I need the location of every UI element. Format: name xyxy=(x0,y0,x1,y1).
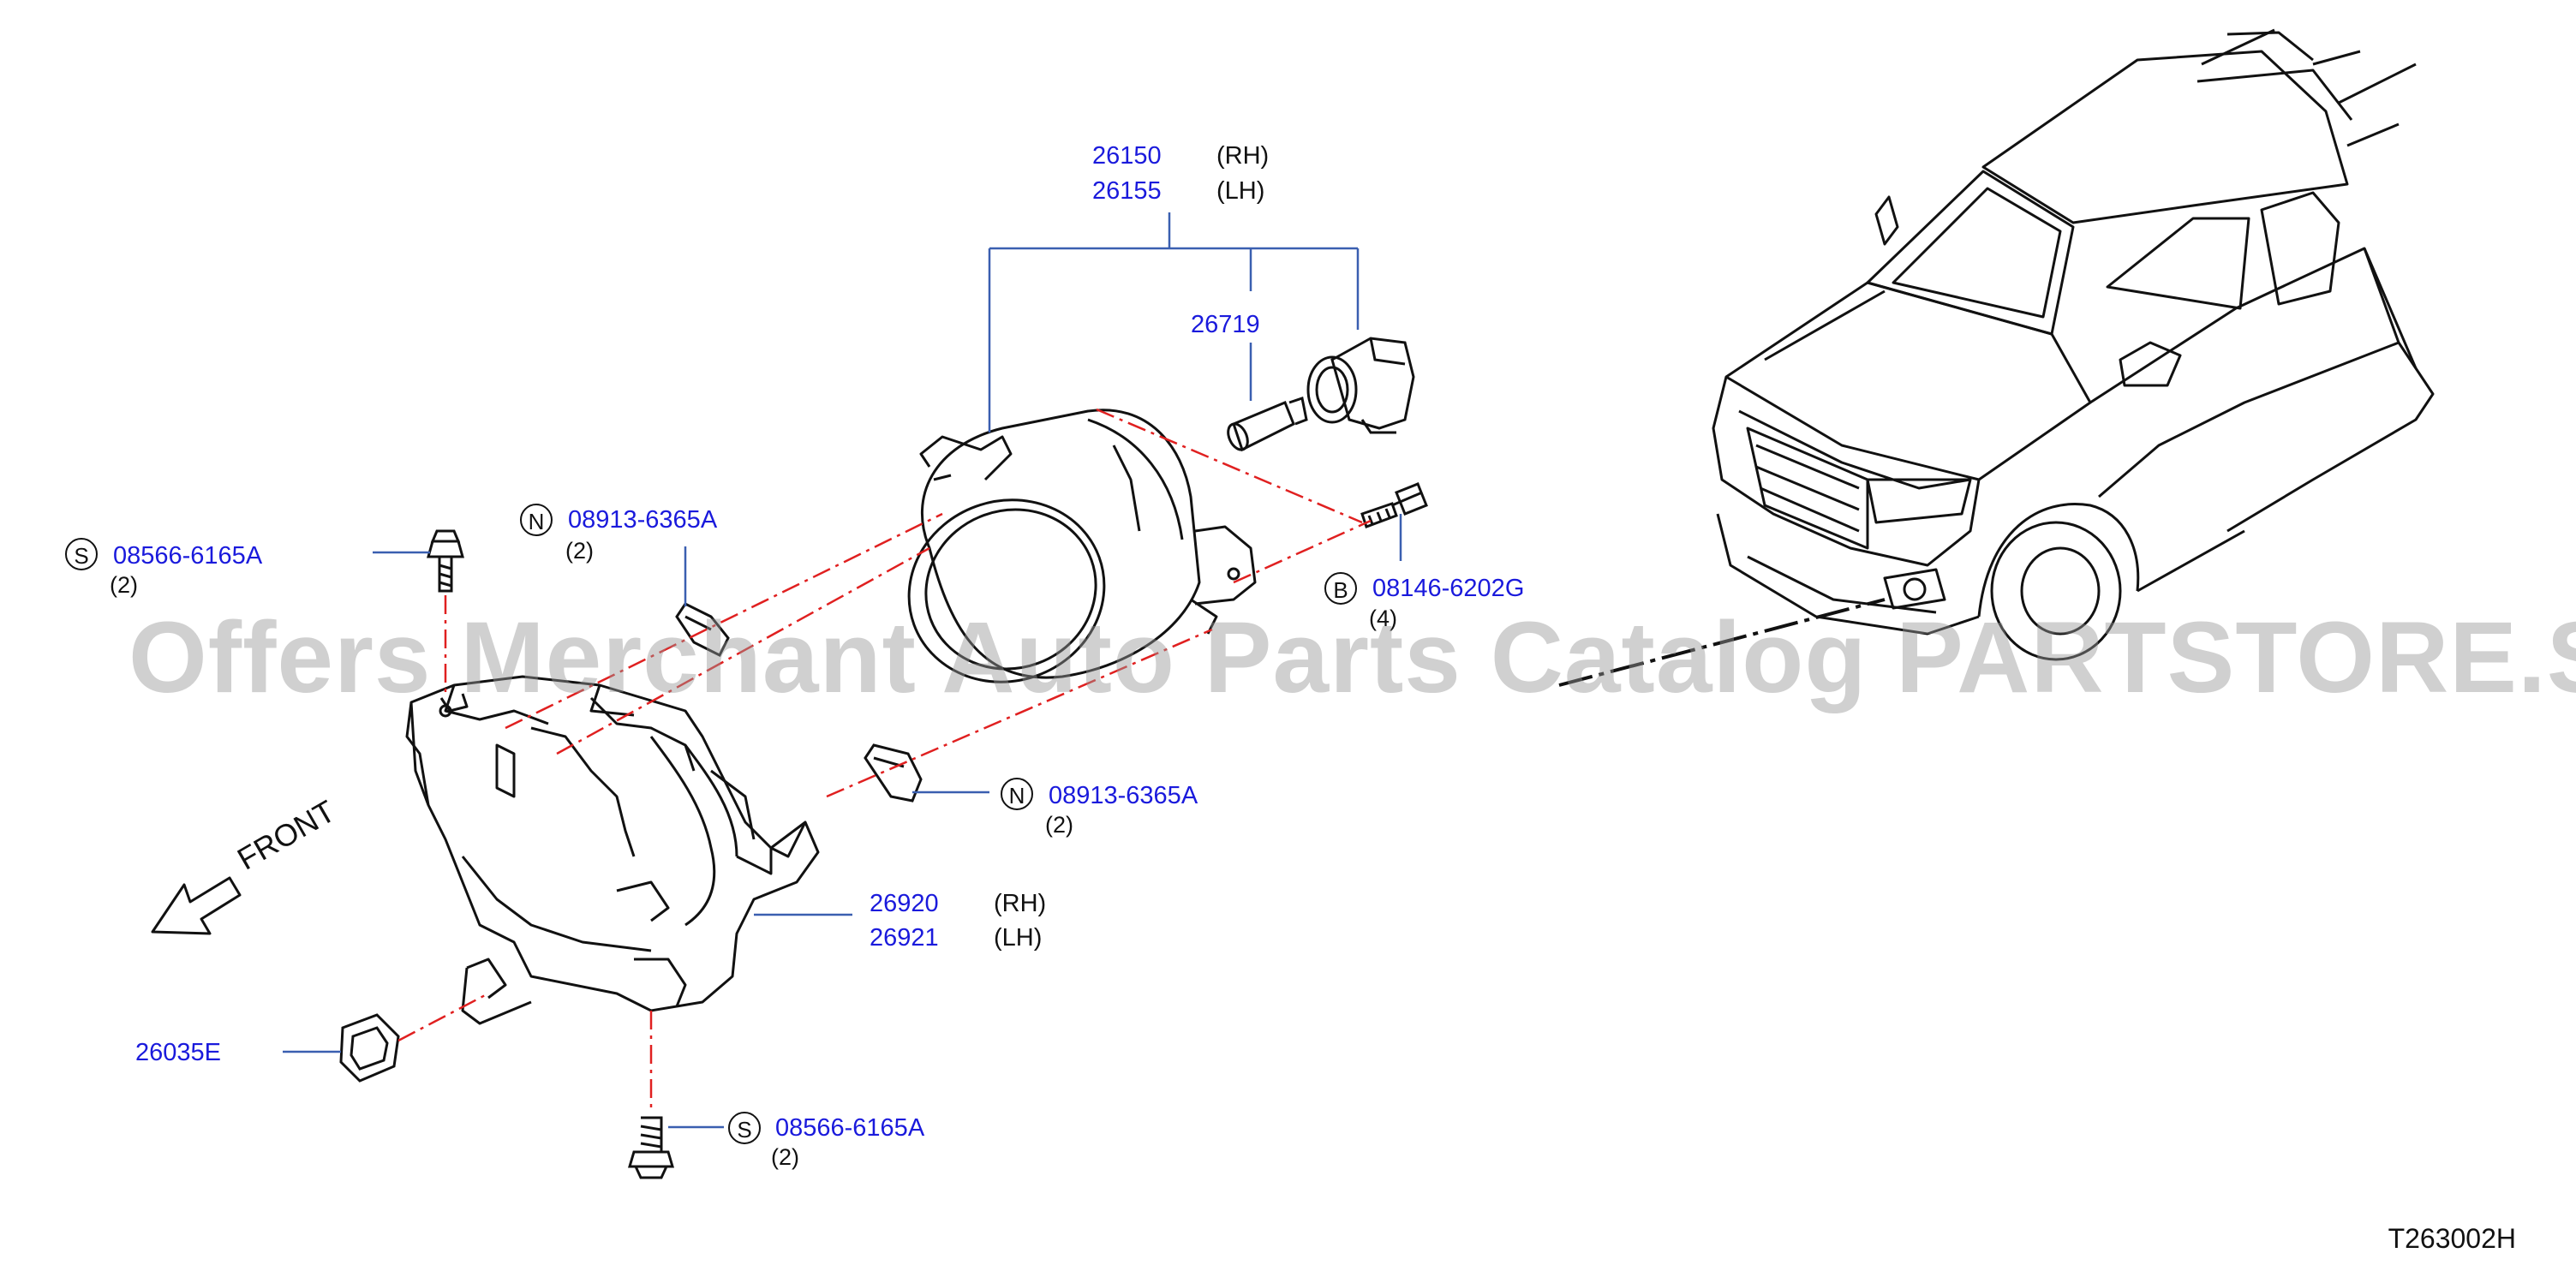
part-number-08566-6165a-bottom[interactable]: 08566-6165A xyxy=(775,1114,925,1142)
callout-bracket-lh: 26921 (LH) xyxy=(870,923,1042,952)
symbol-n-mid: N xyxy=(1001,778,1033,810)
callout-bolt: 08146-6202G xyxy=(1372,574,1524,603)
front-arrow-icon xyxy=(151,876,242,935)
symbol-s-top: S xyxy=(65,538,98,570)
part-number-08913-6365a-top[interactable]: 08913-6365A xyxy=(568,506,718,534)
bolt-illustration xyxy=(1360,482,1428,528)
bulb-illustration xyxy=(1227,397,1308,452)
part-number-26150[interactable]: 26150 xyxy=(1092,142,1162,170)
part-number-26920[interactable]: 26920 xyxy=(870,890,939,917)
fog-lamp-illustration xyxy=(907,409,1257,683)
qty-clip-top: (2) xyxy=(565,538,594,564)
assembly-guide-lines xyxy=(397,408,1372,1113)
callout-bulb: 26719 xyxy=(1191,310,1260,339)
side-lh: (LH) xyxy=(1216,177,1265,205)
callout-screw-bottom: 08566-6165A xyxy=(775,1113,924,1143)
bracket-side-rh: (RH) xyxy=(994,890,1047,917)
grommet-illustration xyxy=(339,1013,400,1083)
symbol-n-top: N xyxy=(520,504,553,536)
screw-illustrations xyxy=(427,529,675,1179)
callout-leader-lines xyxy=(283,212,1402,1129)
qty-screw-bottom: (2) xyxy=(771,1144,799,1170)
location-leader-line xyxy=(1558,598,1886,687)
part-number-26719[interactable]: 26719 xyxy=(1191,311,1260,338)
part-number-26921[interactable]: 26921 xyxy=(870,924,939,952)
qty-bolt: (4) xyxy=(1369,606,1397,631)
symbol-s-bottom: S xyxy=(728,1112,761,1144)
callout-lamp-assembly: 26150 (RH) xyxy=(1092,141,1269,170)
symbol-b: B xyxy=(1324,572,1357,605)
bracket-side-lh: (LH) xyxy=(994,924,1043,952)
callout-clip-mid: 08913-6365A xyxy=(1049,781,1198,810)
callout-bracket-rh: 26920 (RH) xyxy=(870,889,1046,918)
part-number-08566-6165a-top[interactable]: 08566-6165A xyxy=(113,542,263,570)
part-number-08146-6202g[interactable]: 08146-6202G xyxy=(1372,575,1525,602)
watermark: Offers Merchant Auto Parts Catalog PARTS… xyxy=(129,601,2576,714)
socket-illustration xyxy=(1306,337,1415,434)
callout-lamp-assembly-lh: 26155 (LH) xyxy=(1092,176,1264,206)
bracket-illustration xyxy=(405,675,820,1025)
callout-screw-top: 08566-6165A xyxy=(113,541,262,570)
callout-grommet: 26035E xyxy=(135,1038,221,1067)
callout-clip-top: 08913-6365A xyxy=(568,505,717,534)
part-number-08913-6365a-mid[interactable]: 08913-6365A xyxy=(1049,782,1198,809)
qty-clip-mid: (2) xyxy=(1045,812,1073,838)
part-number-26035e[interactable]: 26035E xyxy=(135,1039,221,1066)
vehicle-illustration xyxy=(1712,28,2435,661)
side-rh: (RH) xyxy=(1216,142,1270,170)
qty-screw-top: (2) xyxy=(110,572,138,598)
part-number-26155[interactable]: 26155 xyxy=(1092,177,1162,205)
diagram-code: T263002H xyxy=(2388,1223,2516,1254)
